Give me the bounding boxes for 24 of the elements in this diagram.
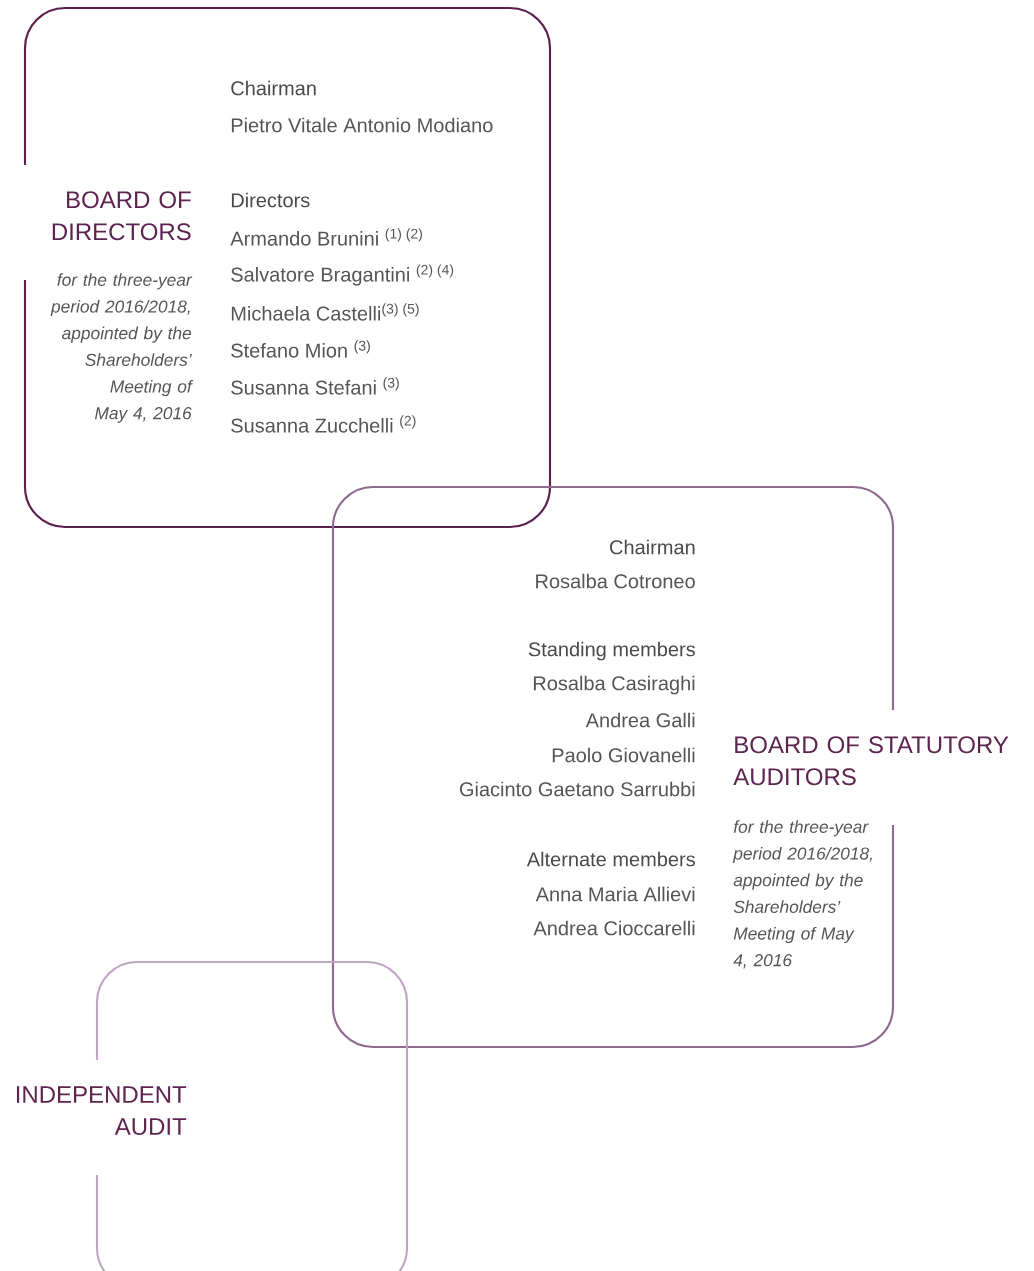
member-name: Andrea Galli <box>585 712 695 728</box>
member-name: Susanna Zucchelli $^{(2)}$ <box>231 415 416 433</box>
role-heading: Chairman <box>610 539 695 555</box>
member-name: Armando Brunini $^{(1) (2)}$ <box>230 228 422 246</box>
role-heading: Chairman <box>231 80 316 96</box>
section-heading: INDEPENDENT AUDIT <box>16 1086 187 1135</box>
role-heading: Standing members <box>528 641 695 661</box>
member-name: Stefano Mion $^{(3)}$ <box>231 340 370 358</box>
member-name: Rosalba Casiraghi <box>533 675 695 695</box>
section-heading: BOARD OF STATUTORY AUDITORS <box>733 736 1009 786</box>
member-name: Michaela Castelli$^{(3) (5)}$ <box>231 303 419 321</box>
period-note: for the three-year period 2016/2018, appointed by the Shareholders’ Meeting of May 4, 2016 <box>732 820 872 969</box>
member-name: Pietro Vitale Antonio Modiano <box>231 117 493 133</box>
member-name: Andrea Cioccarelli <box>533 920 695 936</box>
member-name: Susanna Stefani $^{(3)}$ <box>231 377 399 395</box>
member-name: Salvatore Bragantini $^{(2) (4)}$ <box>231 264 454 286</box>
member-name: Giacinto Gaetano Sarrubbi <box>459 781 695 797</box>
member-name: Paolo Giovanelli <box>552 747 695 763</box>
member-name: Anna Maria Allievi <box>535 886 695 902</box>
period-note: for the three-year period 2016/2018, appointed by the Shareholders’ Meeting of May 4, 2016 <box>50 273 194 423</box>
member-name: Rosalba Cotroneo <box>536 573 695 589</box>
role-heading: Directors <box>231 192 310 208</box>
role-heading: Alternate members <box>526 851 695 867</box>
section-heading: BOARD OF DIRECTORS <box>52 191 191 241</box>
